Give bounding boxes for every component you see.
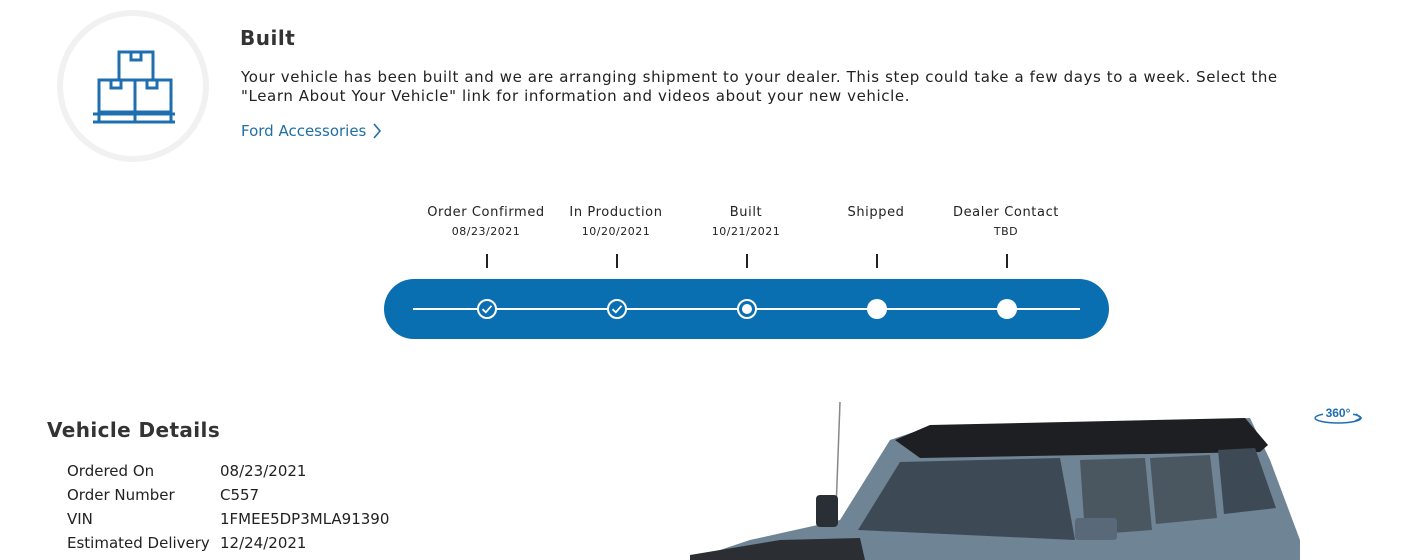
- step-tick: [616, 254, 618, 268]
- ford-accessories-label: Ford Accessories: [241, 122, 367, 140]
- detail-label: Ordered On: [67, 462, 155, 480]
- step-date: 10/20/2021: [581, 225, 651, 238]
- step-name: In Production: [569, 205, 663, 220]
- boxes-on-pallet-icon: [93, 50, 175, 124]
- detail-label: Estimated Delivery: [67, 534, 210, 552]
- step-tick: [746, 254, 748, 268]
- step-built: Built 10/21/2021: [666, 205, 826, 238]
- ford-accessories-link[interactable]: Ford Accessories: [241, 122, 382, 140]
- detail-label: Order Number: [67, 486, 175, 504]
- step-date: 10/21/2021: [711, 225, 781, 238]
- detail-value: 12/24/2021: [220, 534, 307, 552]
- step-date: 08/23/2021: [451, 225, 521, 238]
- step-name: Dealer Contact: [952, 205, 1060, 220]
- pending-step-icon: [867, 299, 887, 319]
- vehicle-details-title: Vehicle Details: [47, 418, 221, 442]
- 360-view-button[interactable]: 360°: [1312, 404, 1364, 426]
- step-tick: [876, 254, 878, 268]
- step-shipped: Shipped: [796, 205, 956, 225]
- detail-value: C557: [220, 486, 260, 504]
- step-order-confirmed: Order Confirmed 08/23/2021: [406, 205, 566, 238]
- 360-view-label: 360°: [1326, 406, 1351, 420]
- step-dealer-contact: Dealer Contact TBD: [926, 205, 1086, 238]
- step-tick: [1006, 254, 1008, 268]
- status-icon-circle: [57, 10, 209, 162]
- step-name: Shipped: [847, 205, 905, 220]
- vehicle-image: [690, 401, 1300, 560]
- detail-label: VIN: [67, 510, 93, 528]
- step-name: Order Confirmed: [427, 205, 545, 220]
- check-circle-icon: [477, 299, 497, 319]
- status-title: Built: [240, 26, 296, 50]
- detail-value: 08/23/2021: [220, 462, 307, 480]
- step-date: TBD: [993, 225, 1019, 238]
- order-progress-tracker: [384, 279, 1109, 339]
- current-step-icon: [737, 299, 757, 319]
- step-tick: [486, 254, 488, 268]
- check-circle-icon: [607, 299, 627, 319]
- pending-step-icon: [997, 299, 1017, 319]
- detail-value: 1FMEE5DP3MLA91390: [220, 510, 390, 528]
- status-description: Your vehicle has been built and we are a…: [241, 68, 1278, 105]
- chevron-right-icon: [373, 123, 382, 139]
- step-in-production: In Production 10/20/2021: [536, 205, 696, 238]
- step-name: Built: [729, 205, 763, 220]
